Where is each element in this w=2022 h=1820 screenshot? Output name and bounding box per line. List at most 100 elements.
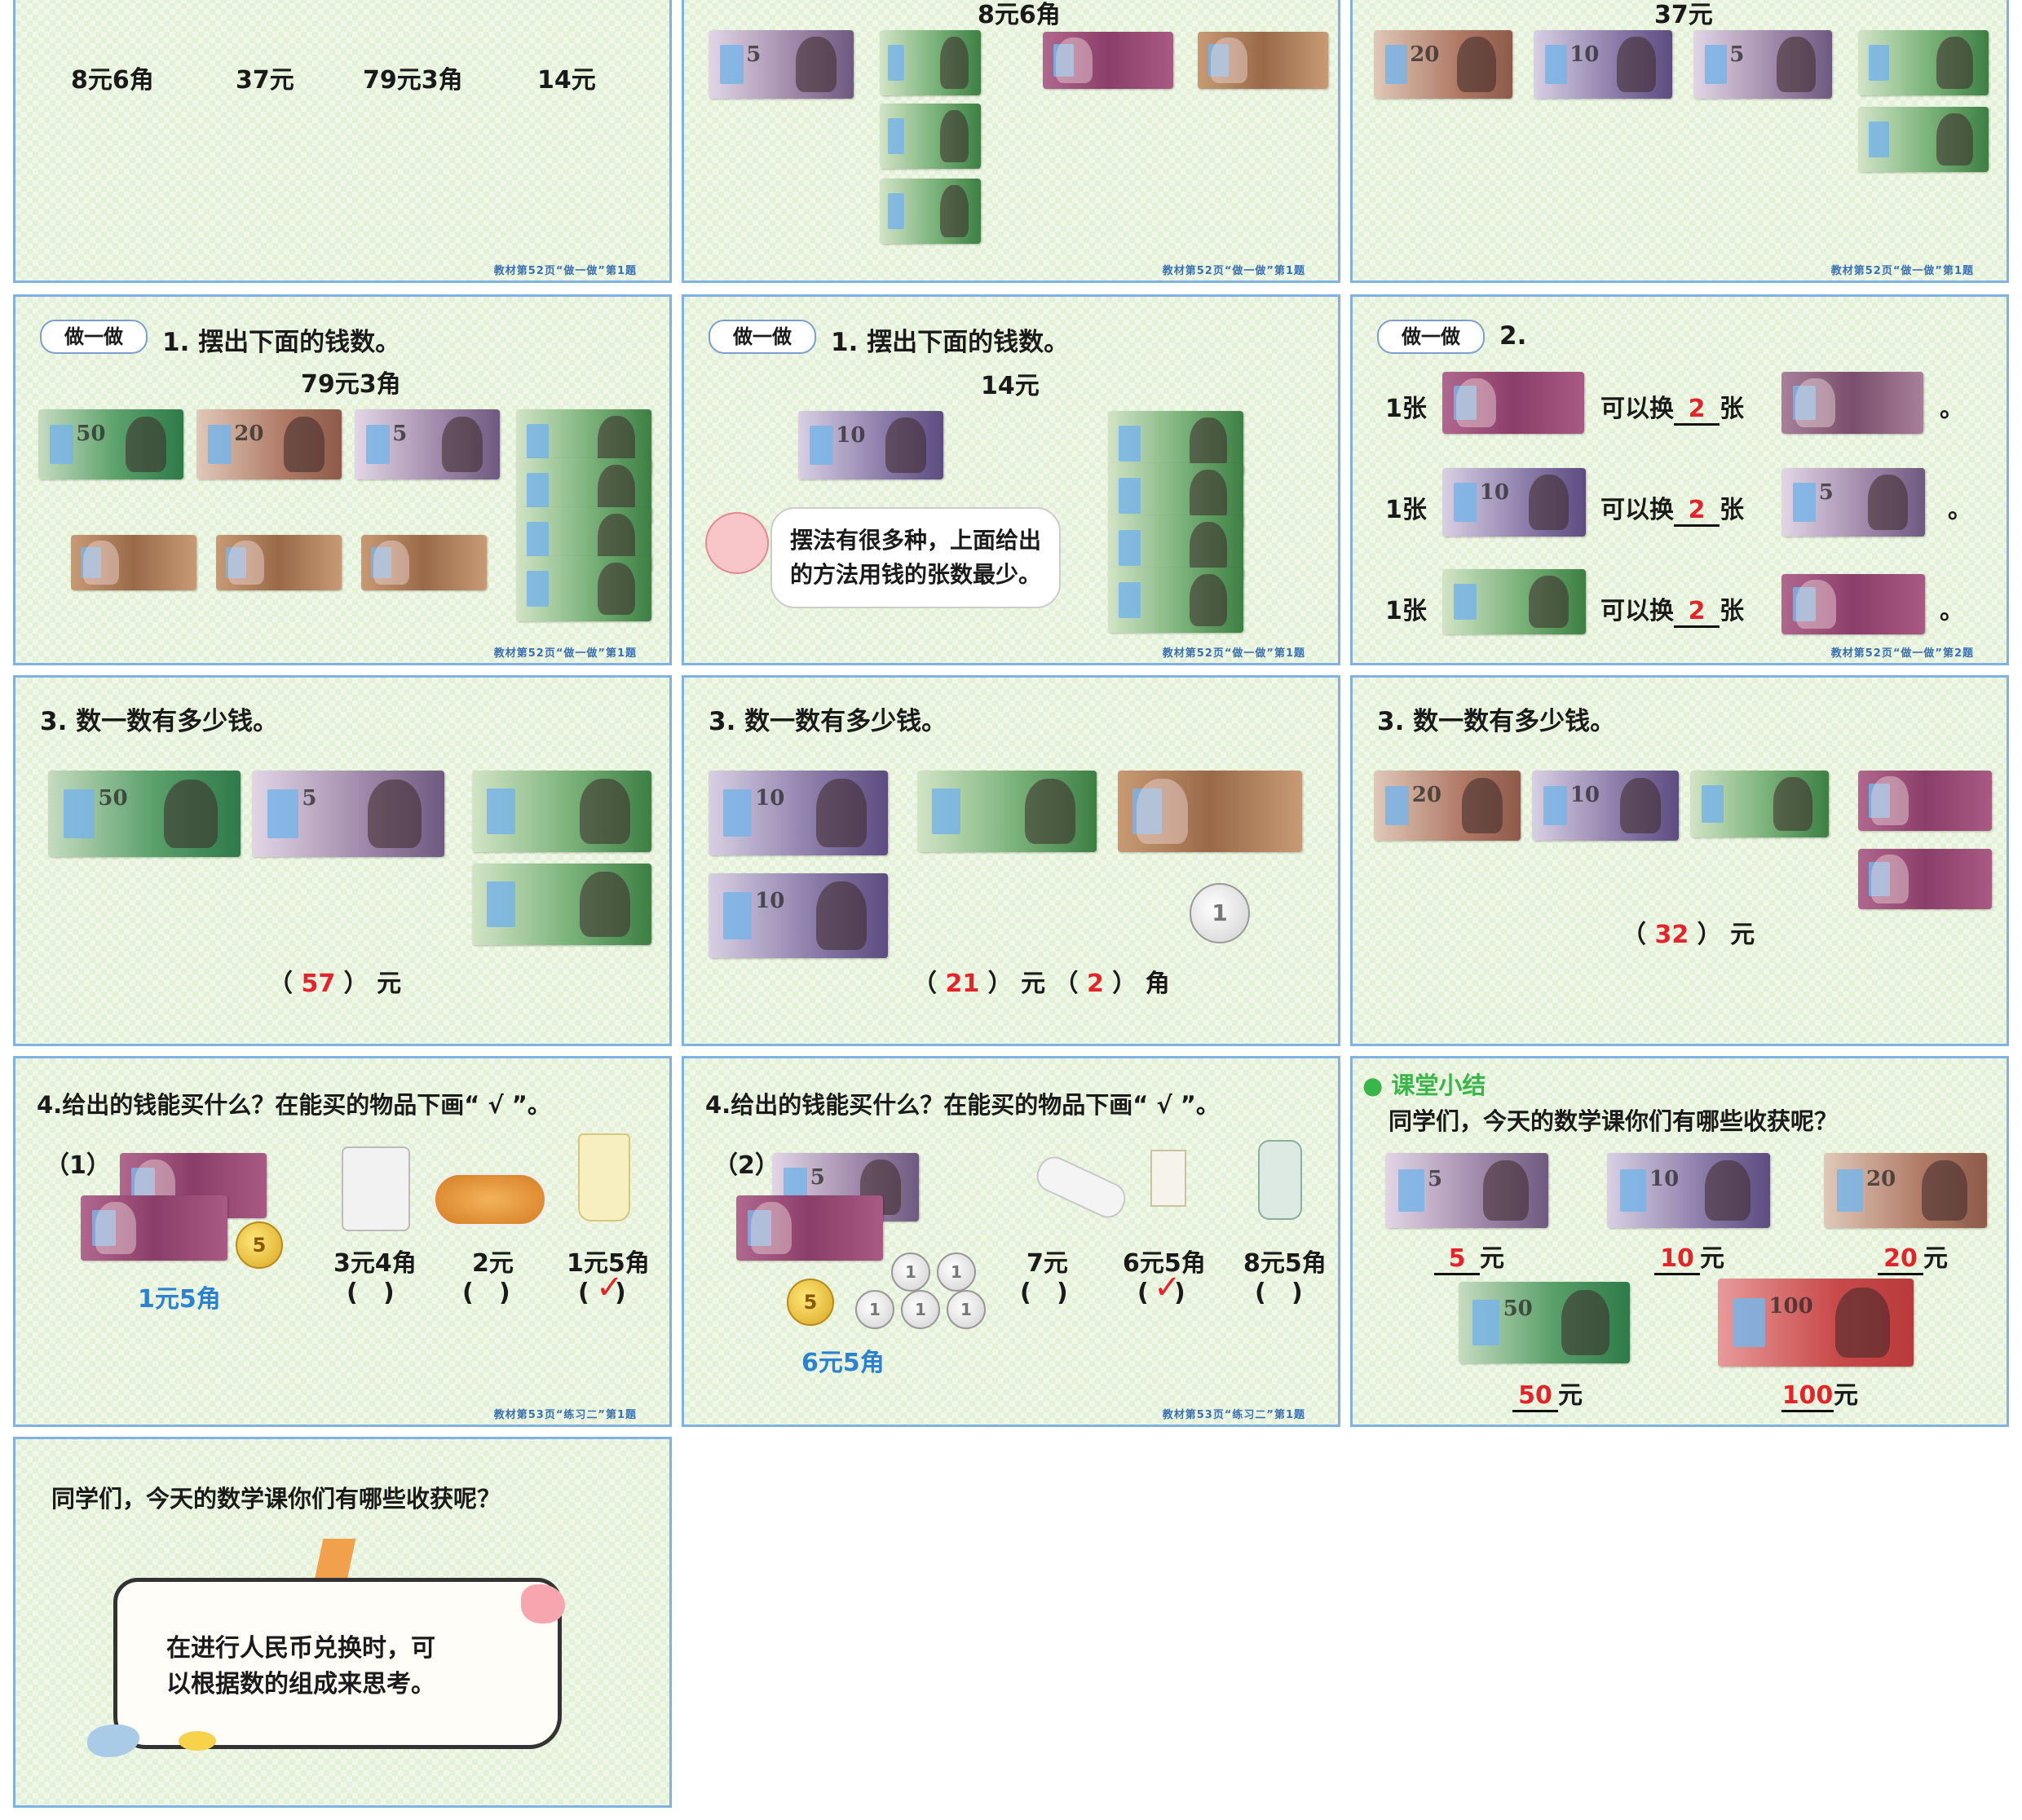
question-title: 1. 摆出下面的钱数。 bbox=[162, 328, 401, 357]
banknote-100-yuan: 100 bbox=[1718, 1279, 1914, 1367]
water-bottle-icon bbox=[1258, 1140, 1302, 1220]
banknote-1-yuan bbox=[516, 556, 651, 621]
slide-arrange-79yuan3jiao: 做一做 1. 摆出下面的钱数。 79元3角 50 20 5 教材第52页“做一做… bbox=[13, 294, 672, 665]
label-10-value: 10 bbox=[1654, 1244, 1700, 1275]
hint-bubble: 摆法有很多种，上面给出 的方法用钱的张数最少。 bbox=[770, 507, 1062, 608]
coin-1-jiao: 1 bbox=[937, 1252, 976, 1292]
banknote-5-yuan: 5 bbox=[1385, 1153, 1548, 1228]
banknote-1-yuan bbox=[880, 179, 981, 244]
answer-yuan: 21 bbox=[945, 970, 980, 998]
unit-label: 元 bbox=[1730, 921, 1755, 949]
row-3-answer: 2 bbox=[1674, 597, 1720, 628]
banknote-5-jiao bbox=[1858, 849, 1992, 909]
blue-splash-decoration bbox=[87, 1725, 139, 1757]
banknote-10-yuan: 10 bbox=[709, 771, 888, 855]
label-50-value: 50 bbox=[1512, 1381, 1558, 1412]
banknote-1-yuan bbox=[472, 864, 651, 945]
price-3: 1元5角 bbox=[567, 1249, 650, 1278]
exchange-label: 可以换 bbox=[1600, 395, 1674, 423]
slide-buy-1: 4.给出的钱能买什么？在能买的物品下画“ √ ”。 （1） 5 1元5角 3元4… bbox=[13, 1056, 672, 1427]
exchange-label: 可以换 bbox=[1600, 496, 1674, 524]
banknote-20-yuan: 20 bbox=[1824, 1153, 1987, 1228]
banknote-1-yuan bbox=[1442, 569, 1586, 634]
answer-blank-3: ( ) bbox=[1255, 1279, 1303, 1307]
answer-value: 32 bbox=[1654, 921, 1689, 949]
banknote-5-yuan: 5 bbox=[252, 771, 444, 857]
sub-number: （1） bbox=[45, 1151, 111, 1180]
answer-blank-1: ( ) bbox=[347, 1279, 395, 1307]
banknote-1-yuan bbox=[1858, 107, 1989, 172]
slide-footer: 教材第52页“做一做”第1题 bbox=[493, 265, 637, 277]
banknote-2-jiao bbox=[1781, 372, 1923, 434]
banknote-20-yuan: 20 bbox=[1374, 30, 1512, 99]
price-2: 2元 bbox=[472, 1249, 514, 1278]
banknote-5-jiao bbox=[1442, 372, 1584, 434]
summary-heading: 同学们，今天的数学课你们有哪些收获呢？ bbox=[1388, 1107, 1839, 1135]
slide-footer: 教材第52页“做一做”第1题 bbox=[1162, 647, 1305, 660]
slide-arrange-14yuan: 做一做 1. 摆出下面的钱数。 14元 10 摆法有很多种，上面给出 的方法用钱… bbox=[682, 294, 1340, 665]
slide-8yuan6jiao: 8元6角 5 教材第52页“做一做”第1题 bbox=[682, 0, 1340, 283]
yellow-splash-decoration bbox=[179, 1731, 216, 1751]
hint-line-1: 摆法有很多种，上面给出 bbox=[790, 527, 1042, 554]
check-mark-icon: ✓ bbox=[1154, 1269, 1181, 1306]
slide-37yuan: 37元 20 10 5 教材第52页“做一做”第1题 bbox=[1350, 0, 2009, 283]
question-title: 4.给出的钱能买什么？在能买的物品下画“ √ ”。 bbox=[705, 1091, 1220, 1119]
answer-blank-1: ( ) bbox=[1020, 1279, 1068, 1307]
slide-amount-title: 37元 bbox=[1654, 1, 1713, 29]
slide-count-32: 3. 数一数有多少钱。 20 10 （ 32 ） 元 bbox=[1350, 675, 2009, 1046]
answer-blank-2: ( ) bbox=[1137, 1279, 1185, 1307]
banknote-1-yuan bbox=[1690, 771, 1829, 837]
label-100: 100元 bbox=[1781, 1375, 1858, 1412]
banknote-10-yuan: 10 bbox=[1534, 30, 1672, 99]
question-title: 3. 数一数有多少钱。 bbox=[709, 707, 947, 736]
label-20-value: 20 bbox=[1878, 1244, 1923, 1275]
price-2: 6元5角 bbox=[1123, 1249, 1206, 1278]
given-amount: 1元5角 bbox=[138, 1285, 221, 1314]
summary-line-1: 在进行人民币兑换时，可 bbox=[166, 1634, 435, 1663]
banknote-10-yuan: 10 bbox=[798, 411, 943, 479]
banknote-1-yuan bbox=[880, 104, 981, 169]
coin-1-jiao: 1 bbox=[891, 1252, 930, 1292]
target-amount: 14元 bbox=[981, 372, 1040, 400]
section-label: ● 课堂小结 bbox=[1362, 1071, 1486, 1099]
banknote-1-jiao bbox=[216, 535, 342, 590]
answer-blank-3: ( ) bbox=[578, 1279, 626, 1307]
unit-label: 元 bbox=[1923, 1244, 1948, 1273]
banknote-1-jiao bbox=[1198, 32, 1328, 89]
unit-label: 张 bbox=[1720, 496, 1744, 524]
banknote-10-yuan: 10 bbox=[1532, 771, 1679, 841]
summary-heading: 同学们，今天的数学课你们有哪些收获呢？ bbox=[51, 1485, 501, 1513]
slide-footer: 教材第52页“做一做”第1题 bbox=[493, 647, 637, 660]
towel-roll-icon bbox=[1031, 1151, 1131, 1224]
slide-footer: 教材第52页“做一做”第1题 bbox=[1830, 265, 1974, 277]
unit-label: 元 bbox=[1558, 1381, 1583, 1410]
slide-footer: 教材第53页“练习二”第1题 bbox=[1162, 1409, 1305, 1421]
do-it-tag: 做一做 bbox=[40, 320, 148, 354]
bread-icon bbox=[433, 1173, 547, 1226]
sub-number: （2） bbox=[713, 1151, 779, 1180]
banknote-5-jiao bbox=[1043, 32, 1173, 89]
amount-2: 37元 bbox=[236, 66, 294, 95]
banknote-1-jiao bbox=[361, 535, 487, 590]
banknote-5-yuan: 5 bbox=[1781, 468, 1925, 537]
slide-amount-title: 8元6角 bbox=[978, 1, 1061, 29]
unit-jiao: 角 bbox=[1145, 970, 1170, 998]
unit-label: 元 bbox=[1700, 1244, 1724, 1273]
coin-5-jiao: 5 bbox=[236, 1221, 283, 1269]
amount-3: 79元3角 bbox=[363, 66, 463, 95]
coin-1-jiao: 1 bbox=[1190, 883, 1250, 943]
banknote-10-yuan: 10 bbox=[709, 873, 888, 958]
question-title: 2. bbox=[1499, 321, 1527, 351]
coin-1-jiao: 1 bbox=[855, 1290, 894, 1329]
do-it-tag: 做一做 bbox=[709, 320, 816, 354]
banknote-50-yuan: 50 bbox=[48, 771, 241, 857]
slide-footer: 教材第53页“练习二”第1题 bbox=[493, 1409, 637, 1421]
banknote-1-yuan bbox=[1108, 568, 1243, 633]
check-mark-icon: ✓ bbox=[596, 1269, 624, 1306]
banknote-5-jiao bbox=[81, 1195, 227, 1261]
